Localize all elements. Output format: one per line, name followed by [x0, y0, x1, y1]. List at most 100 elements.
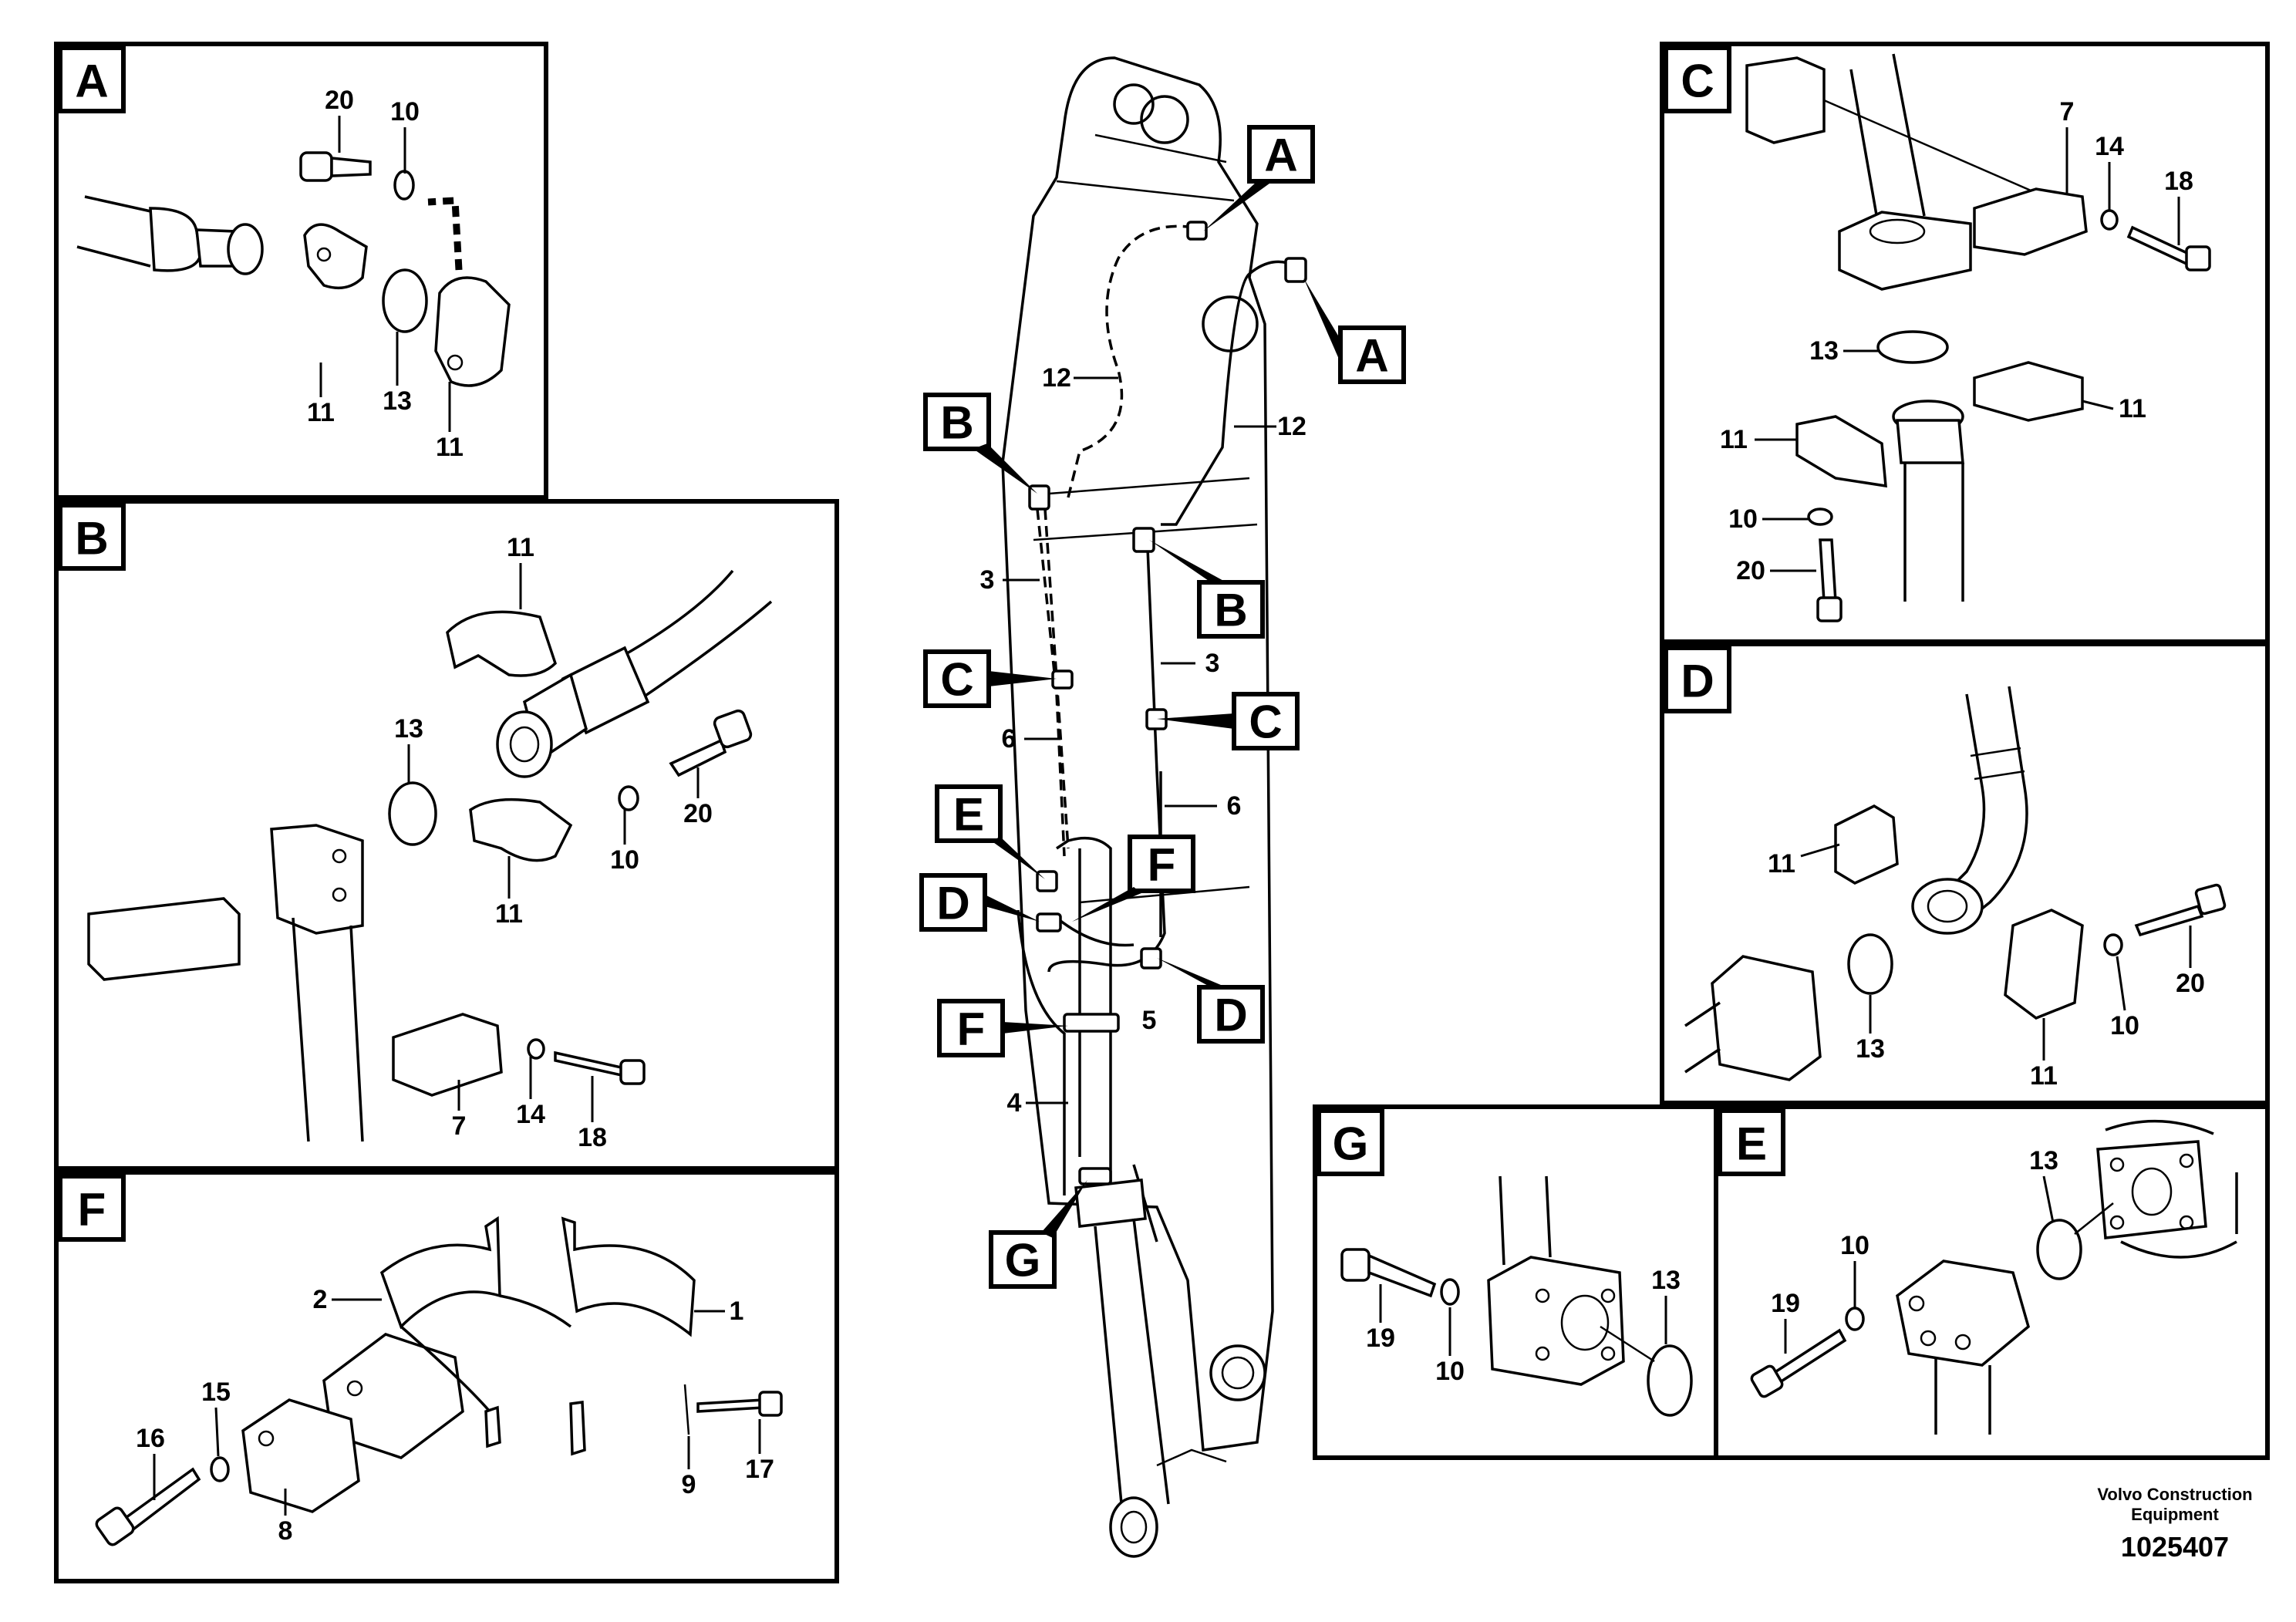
tag-f-1: F [1128, 835, 1195, 893]
o-ring-icon [1647, 1344, 1693, 1417]
tag-c-2: C [1232, 692, 1300, 750]
tag-d-2: D [1197, 985, 1265, 1044]
o-ring-icon [382, 268, 428, 333]
hose-icon [1892, 400, 1964, 602]
label-a-11: 11 [307, 398, 335, 427]
label-a-11b: 11 [436, 433, 464, 462]
flange-clamp-icon [2004, 909, 2084, 1020]
label-f-9: 9 [682, 1470, 696, 1499]
bolt-icon [2134, 883, 2227, 937]
label-f-16: 16 [136, 1424, 165, 1453]
svg-text:F: F [1148, 839, 1176, 891]
label-a-13: 13 [383, 386, 412, 416]
label-main-6a: 6 [1002, 724, 1017, 754]
hose-icon [76, 195, 264, 275]
detail-panel-f: F 2 1 15 16 17 9 8 [54, 1170, 839, 1583]
o-ring-icon [388, 781, 437, 846]
panel-e-letter: E [1736, 1118, 1767, 1170]
svg-text:B: B [1214, 585, 1247, 636]
tag-d-1: D [919, 873, 987, 932]
detail-panel-d: D 11 13 20 10 11 [1660, 642, 2270, 1105]
washer-icon [393, 170, 415, 201]
washer-icon [527, 1038, 545, 1060]
flange-clamp-icon [1795, 415, 1887, 488]
label-e-13: 13 [2029, 1146, 2058, 1175]
tag-a-1: A [1247, 125, 1315, 184]
bolt-icon [554, 1050, 646, 1085]
label-g-13: 13 [1651, 1266, 1681, 1295]
hose-icon [1911, 686, 2028, 935]
label-d-13: 13 [1856, 1034, 1885, 1064]
bolt-icon [2126, 225, 2211, 271]
svg-text:A: A [1264, 130, 1297, 181]
svg-text:F: F [957, 1003, 986, 1055]
panel-a-letter: A [75, 56, 108, 107]
label-main-12a: 12 [1042, 363, 1071, 393]
label-c-10: 10 [1728, 504, 1758, 534]
label-g-19: 19 [1366, 1324, 1395, 1353]
connector-block-icon [2096, 1119, 2238, 1259]
label-b-11: 11 [507, 533, 534, 562]
tag-g: G [989, 1230, 1057, 1289]
label-f-8: 8 [278, 1516, 293, 1546]
svg-text:B: B [940, 397, 973, 449]
o-ring-icon [1876, 330, 1949, 364]
label-main-12b: 12 [1277, 412, 1306, 441]
tag-e: E [935, 784, 1003, 843]
bolt-icon [669, 709, 753, 777]
connector-block-icon [1896, 1259, 2030, 1435]
bolt-icon [1816, 538, 1843, 622]
label-f-1: 1 [730, 1297, 744, 1326]
washer-icon [618, 785, 639, 811]
bolt-icon [95, 1467, 201, 1546]
bolt-icon [1340, 1248, 1437, 1298]
o-ring-icon [1847, 933, 1893, 995]
bolt-icon [299, 151, 372, 182]
bolt-icon [1750, 1328, 1847, 1398]
pipe-clamp-icon [392, 1013, 503, 1097]
detail-panel-e: E 13 10 19 [1714, 1104, 2270, 1460]
detail-panel-g: G 19 10 13 [1313, 1104, 1718, 1460]
panel-b-letter: B [75, 513, 108, 565]
label-b-20: 20 [683, 799, 713, 828]
svg-text:G: G [1005, 1235, 1041, 1286]
flange-clamp-icon [434, 276, 511, 387]
label-f-15: 15 [201, 1378, 231, 1407]
label-b-13: 13 [394, 714, 423, 744]
label-d-20: 20 [2176, 969, 2205, 998]
flange-clamp-icon [1834, 804, 1899, 885]
label-e-10: 10 [1840, 1231, 1870, 1260]
hose-icon [496, 569, 773, 778]
pipe-clamp-icon [1838, 211, 1972, 291]
svg-text:C: C [940, 654, 973, 706]
connector-block-icon [1745, 56, 1826, 144]
label-c-11a: 11 [2119, 394, 2146, 423]
spring-pin-icon [683, 1384, 690, 1435]
panel-c-letter: C [1681, 56, 1714, 107]
label-c-20: 20 [1736, 556, 1765, 585]
connector-block-icon [87, 897, 241, 981]
label-b-10: 10 [610, 845, 639, 875]
panel-f-letter: F [78, 1184, 106, 1236]
svg-text:C: C [1249, 696, 1282, 748]
washer-icon [2100, 209, 2119, 231]
flange-clamp-icon [469, 798, 573, 862]
label-b-11b: 11 [495, 899, 523, 929]
tag-b-2: B [1197, 580, 1265, 639]
label-b-18: 18 [578, 1123, 607, 1152]
label-b-7: 7 [452, 1111, 467, 1141]
connector-block-icon [1487, 1256, 1625, 1386]
flange-clamp-icon [303, 223, 368, 290]
label-d-11b: 11 [2030, 1061, 2058, 1091]
label-main-3a: 3 [980, 565, 995, 595]
label-e-19: 19 [1771, 1289, 1800, 1318]
hose-icon [1849, 53, 1926, 224]
label-b-14: 14 [516, 1100, 545, 1129]
washer-icon [2103, 933, 2123, 956]
flange-clamp-icon [446, 610, 558, 677]
svg-text:D: D [1214, 990, 1247, 1041]
label-c-11b: 11 [1720, 425, 1748, 454]
svg-text:A: A [1355, 330, 1388, 382]
drawing-number: 1025407 [2120, 1531, 2230, 1563]
label-d-10: 10 [2110, 1011, 2139, 1040]
